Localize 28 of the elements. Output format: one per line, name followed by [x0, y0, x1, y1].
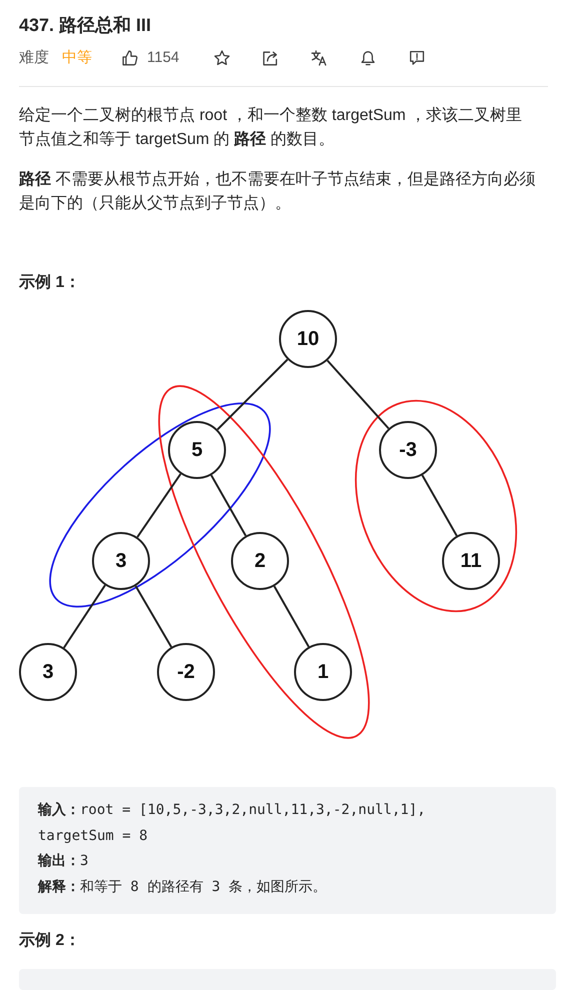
tree-node: 10: [279, 310, 337, 368]
tree-edge: [273, 586, 310, 648]
tree-edge: [134, 586, 172, 648]
page-title: 437. 路径总和 III: [19, 14, 152, 37]
input-line: 输入：root = [10,5,-3,3,2,null,11,3,-2,null,1], targetSum = 8: [38, 801, 427, 846]
example-heading: 示例 2：: [19, 931, 80, 951]
difficulty-level: 中等: [62, 48, 92, 68]
example-heading: 示例 1：: [19, 273, 80, 293]
like-count: 1154: [147, 48, 180, 68]
tree-node: 5: [168, 421, 226, 479]
tree-node: 3: [92, 532, 150, 590]
explanation-line: 解释：和等于 8 的路径有 3 条，如图所示。: [38, 878, 327, 896]
tree-edge: [210, 474, 247, 536]
description-text: 给定一个二叉树的根节点 root ，和一个整数 targetSum ，求该二叉树里节点值之和等于 targetSum 的 路径 的数目。: [19, 106, 524, 150]
tree-node: -2: [157, 643, 215, 701]
tree-edge: [326, 360, 390, 430]
note-text: 路径 不需要从根节点开始，也不需要在叶子节点结束，但是路径方向必须是向下的（只能从父节点到子节点）。: [19, 170, 536, 214]
tree-node: 2: [231, 532, 289, 590]
tree-edge: [216, 358, 288, 430]
tree-edge: [136, 473, 182, 538]
tree-edge: [63, 584, 106, 648]
tree-node: -3: [379, 421, 437, 479]
tree-node: 11: [442, 532, 500, 590]
difficulty-label: 难度: [19, 48, 49, 68]
tree-edge: [421, 474, 458, 536]
output-line: 输出：3: [38, 852, 88, 871]
tree-node: 3: [19, 643, 77, 701]
tree-node: 1: [294, 643, 352, 701]
